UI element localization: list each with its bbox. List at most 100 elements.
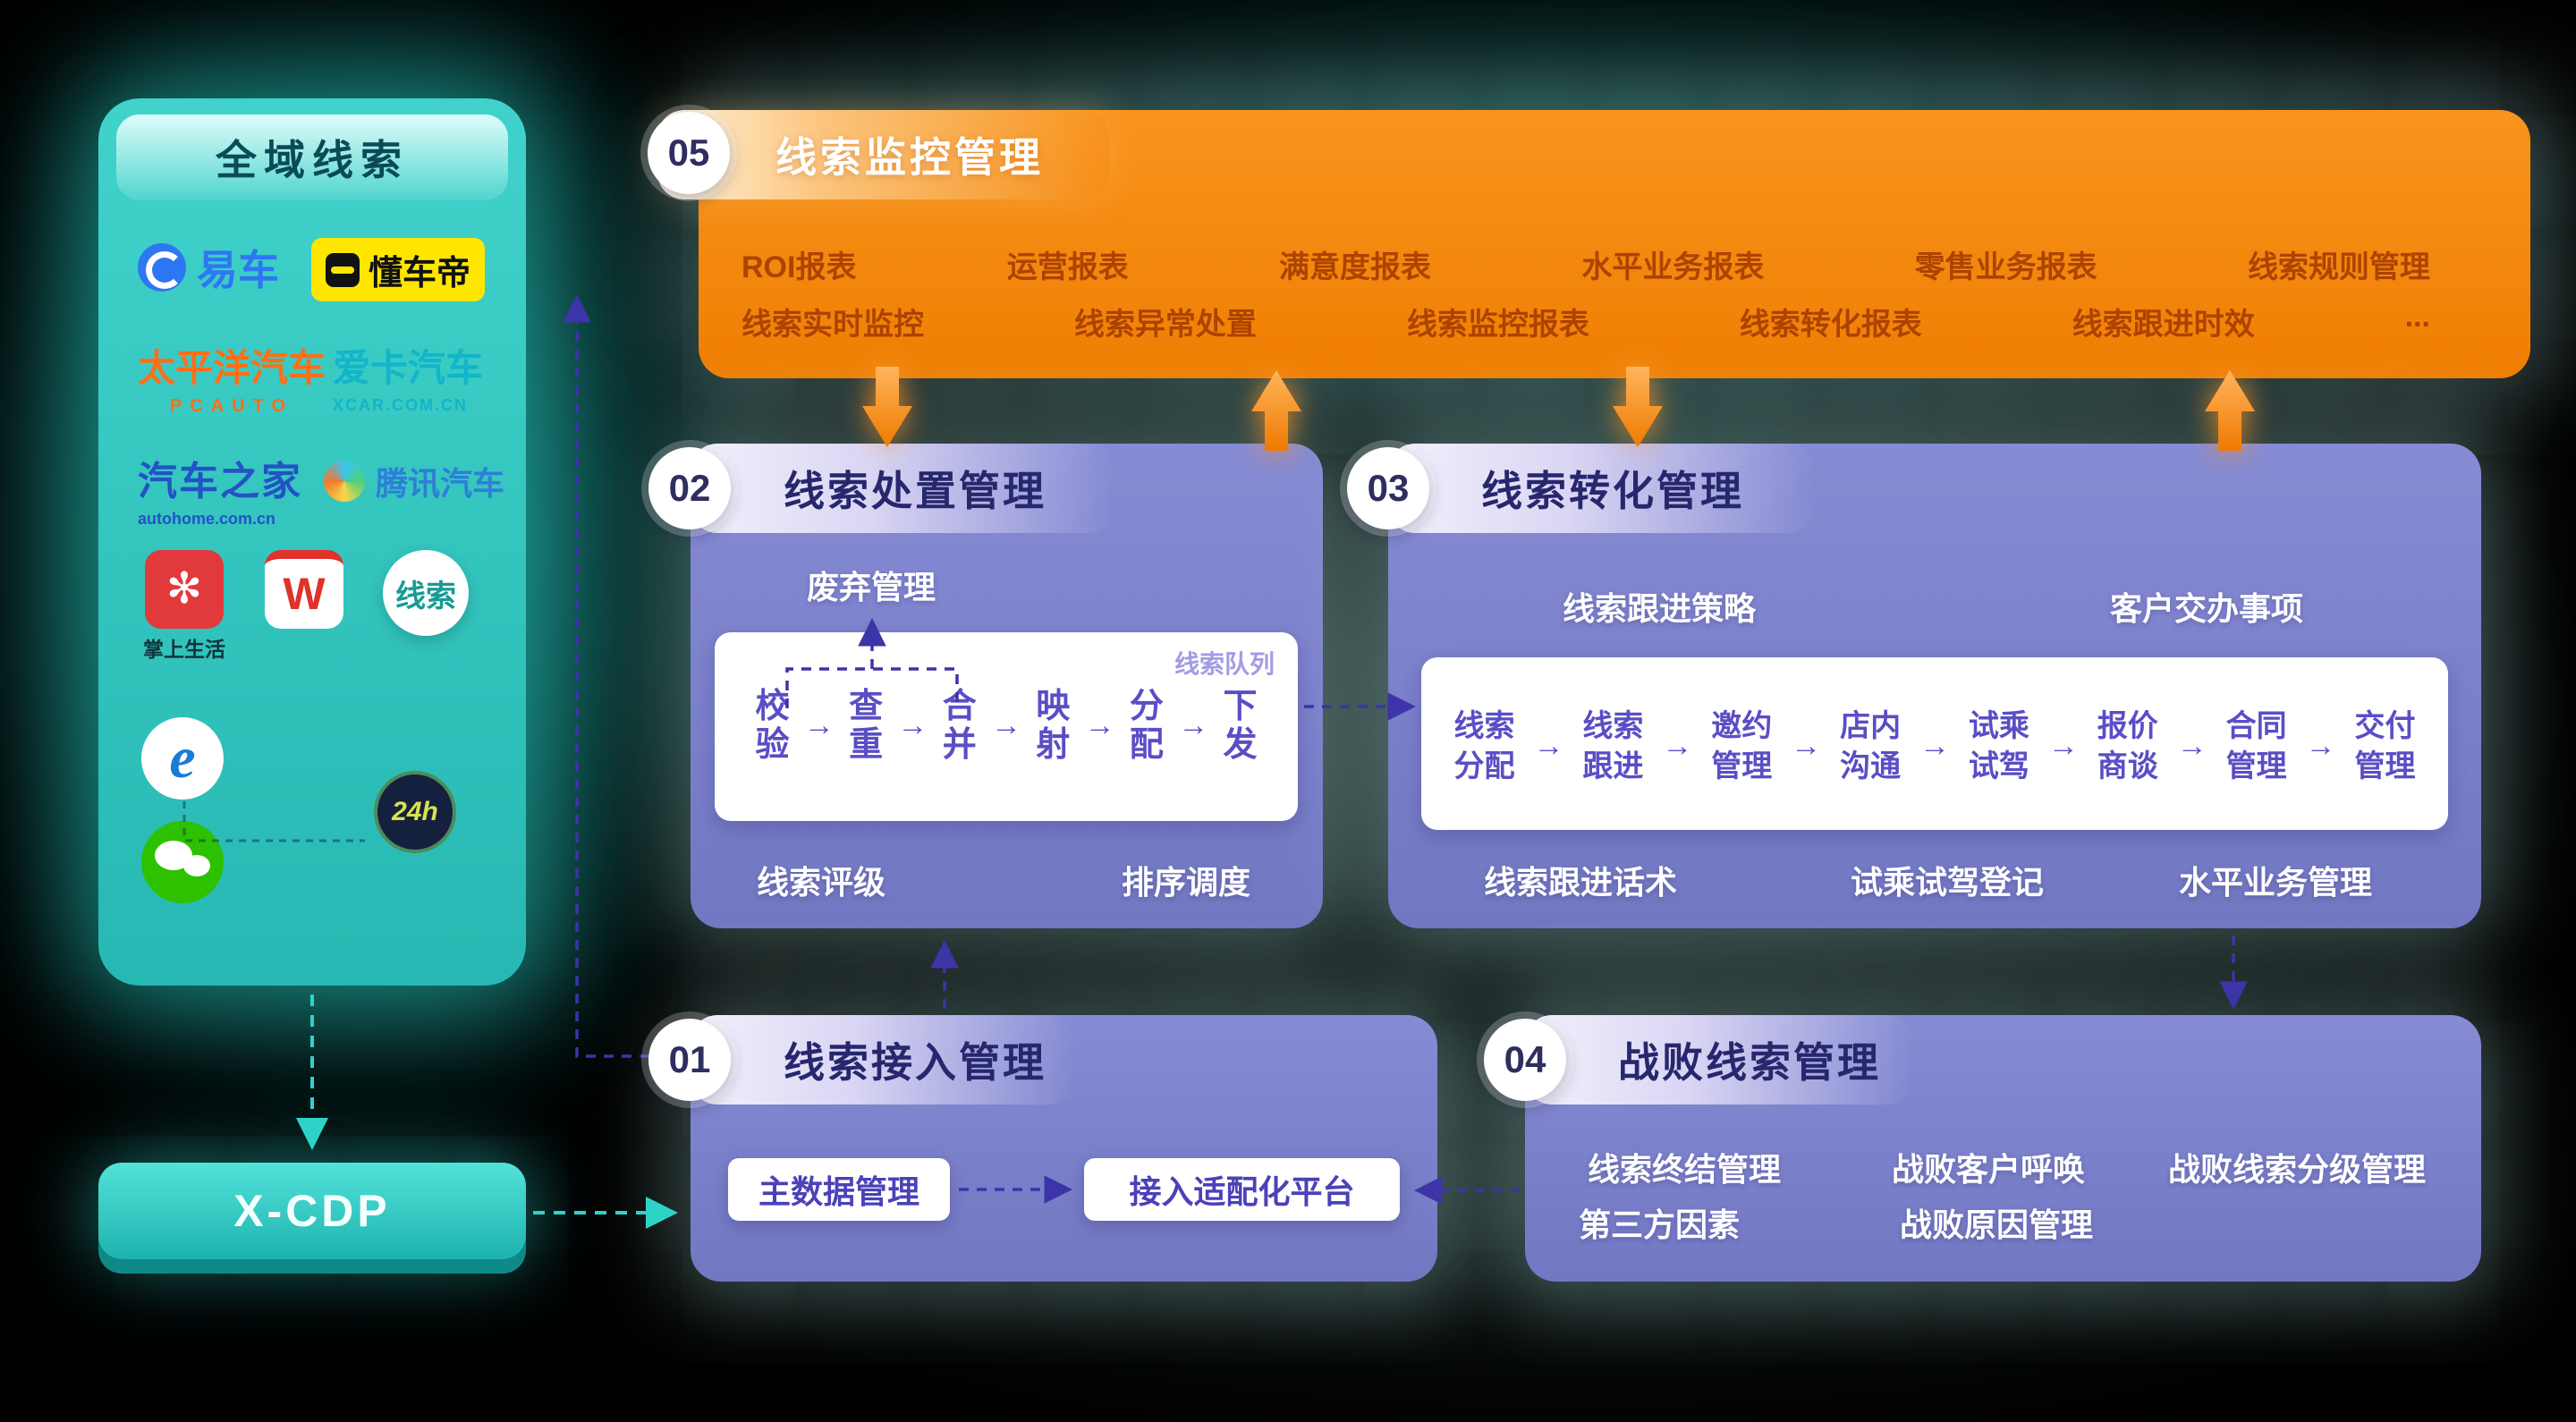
monitor-item: 零售业务报表: [1914, 250, 2097, 284]
yiche-label: 易车: [197, 247, 279, 293]
pcauto-sublabel: PCAUTO: [169, 396, 294, 416]
zhangshang-label: 掌上生活: [143, 638, 225, 661]
arrow-right-icon: →: [991, 708, 1021, 743]
arrow-right-icon: →: [1084, 708, 1115, 743]
discard-management-label: 废弃管理: [806, 569, 936, 605]
flow-step: 查重: [849, 688, 884, 764]
xcar-label: 爱卡汽车: [333, 347, 484, 389]
ie-browser-logo: e: [141, 717, 224, 800]
orange-arrow-down-icon: [862, 367, 912, 447]
headset-24h-icon: 24h: [374, 771, 456, 853]
monitor-item: 线索实时监控: [741, 308, 924, 342]
flow-step: 线索分配: [1453, 709, 1515, 783]
disposal-box: 线索处置管理 废弃管理 线索队列 校验 → 查重 → 合并 → 映射 → 分配 …: [691, 444, 1323, 928]
xcar-sublabel: XCAR.COM.CN: [333, 396, 468, 414]
monitor-banner: 线索监控管理 ROI报表 运营报表 满意度报表 水平业务报表 零售业务报表 线索…: [657, 110, 2530, 378]
monitor-item: 线索跟进时效: [2072, 308, 2255, 342]
w-app-icon: W: [265, 550, 343, 629]
monitor-title: 线索监控管理: [775, 134, 1044, 181]
flow-step: 校验: [755, 688, 790, 764]
arrow-right-icon: →: [803, 708, 835, 743]
disposal-title: 线索处置管理: [784, 468, 1046, 514]
orange-arrow-up-icon: [1251, 370, 1301, 451]
monitor-item: 线索规则管理: [2247, 250, 2430, 284]
disposal-title-pill: 线索处置管理: [691, 444, 1114, 533]
lead-queue-label: 线索队列: [1174, 650, 1275, 678]
test-drive-register-label: 试乘试驾登记: [1850, 864, 2045, 901]
flow-step: 合同管理: [2225, 709, 2287, 783]
flow-step: 店内沟通: [1840, 709, 1902, 783]
flow-step: 合并: [942, 688, 977, 764]
defeat-lead-grading-label: 战败线索分级管理: [2167, 1151, 2427, 1188]
flow-step: 报价商谈: [2097, 709, 2158, 783]
customer-tasks-label: 客户交办事项: [2109, 590, 2304, 627]
lead-queue-card: 线索队列 校验 → 查重 → 合并 → 映射 → 分配 → 下发: [715, 632, 1298, 821]
leads-circle-logo: 线索: [383, 550, 469, 636]
flower-app-icon: [145, 550, 224, 629]
conversion-flow: 线索分配 → 线索跟进 → 邀约管理 → 店内沟通 → 试乘试驾 → 报价商谈 …: [1452, 690, 2418, 803]
defeat-customer-recall-label: 战败客户呼唤: [1891, 1151, 2086, 1188]
third-party-factor-label: 第三方因素: [1578, 1206, 1741, 1243]
wechat-icon: [141, 821, 224, 903]
monitor-item: ROI报表: [741, 250, 857, 284]
omni-channel-leads-panel: 全域线索 易车 懂车帝 太平洋汽车 PCAUTO 爱卡汽车 XCAR.COM.C…: [98, 98, 526, 986]
pcauto-label: 太平洋汽车: [138, 347, 326, 389]
lead-termination-label: 线索终结管理: [1587, 1151, 1782, 1188]
dongchedi-label: 懂车帝: [369, 255, 471, 292]
tencent-auto-icon: [324, 461, 365, 502]
flow-step: 试乘试驾: [1968, 709, 2029, 783]
orange-arrow-up-icon: [2205, 370, 2255, 451]
arrow-right-icon: →: [2305, 729, 2336, 763]
badge-04: 04: [1484, 1019, 1566, 1101]
yiche-icon: [138, 243, 186, 292]
wechat-logo: [141, 821, 224, 903]
monitor-item ellipsis: ...: [2404, 300, 2430, 334]
sort-scheduling-label: 排序调度: [1121, 864, 1251, 901]
access-title: 线索接入管理: [784, 1039, 1046, 1086]
hotline-24h-logo: 24h: [374, 771, 456, 853]
monitor-item: 线索异常处置: [1073, 308, 1257, 342]
autohome-sublabel: autohome.com.cn: [138, 510, 276, 528]
flow-step: 分配: [1129, 688, 1164, 764]
follow-strategy-label: 线索跟进策略: [1562, 590, 1757, 627]
w-app-logo: W: [265, 550, 343, 629]
conversion-title: 线索转化管理: [1481, 468, 1744, 514]
conversion-title-pill: 线索转化管理: [1388, 444, 1816, 533]
monitor-row-1: ROI报表 运营报表 满意度报表 水平业务报表 零售业务报表 线索规则管理: [741, 242, 2430, 286]
arrow-right-icon: →: [1662, 729, 1693, 763]
tencent-auto-logo: 腾讯汽车: [324, 458, 504, 504]
flow-step: 映射: [1036, 688, 1071, 764]
monitor-item: 水平业务报表: [1581, 250, 1765, 284]
defeat-reason-label: 战败原因管理: [1899, 1206, 2094, 1243]
monitor-item: 线索转化报表: [1739, 308, 1922, 342]
badge-03: 03: [1347, 447, 1429, 529]
monitor-item: 运营报表: [1006, 250, 1129, 284]
disposal-flow: 校验 → 查重 → 合并 → 映射 → 分配 → 下发: [754, 688, 1258, 764]
ie-browser-icon: e: [141, 717, 224, 800]
w-app-letter: W: [283, 569, 326, 619]
arrow-access-to-monitor: [563, 294, 685, 1058]
arrow-right-icon: →: [2047, 729, 2079, 763]
leads-circle-icon: 线索: [383, 550, 469, 636]
dongchedi-logo: 懂车帝: [311, 238, 486, 301]
arrow-right-icon: →: [2176, 729, 2207, 763]
badge-01: 01: [648, 1019, 731, 1101]
master-data-card: 主数据管理: [728, 1158, 950, 1221]
xcdp-label: X-CDP: [233, 1186, 391, 1236]
xcdp-node: X-CDP: [98, 1163, 526, 1259]
zhangshang-shenghuo-logo: 掌上生活: [143, 550, 225, 663]
adapter-platform-card: 接入适配化平台: [1084, 1158, 1400, 1221]
flow-step: 线索跟进: [1582, 709, 1644, 783]
badge-02: 02: [648, 447, 731, 529]
panel-title: 全域线索: [116, 114, 508, 200]
defeat-box: 战败线索管理 线索终结管理 战败客户呼唤 战败线索分级管理 第三方因素 战败原因…: [1525, 1015, 2481, 1282]
access-title-pill: 线索接入管理: [691, 1015, 1076, 1105]
flow-step: 邀约管理: [1711, 709, 1773, 783]
monitor-item: 满意度报表: [1279, 250, 1432, 284]
dongchedi-car-icon: [326, 252, 360, 287]
defeat-title: 战败线索管理: [1618, 1039, 1881, 1086]
flow-step: 下发: [1223, 688, 1258, 764]
arrow-right-icon: →: [1919, 729, 1950, 763]
badge-05: 05: [648, 112, 730, 194]
flow-step: 交付管理: [2354, 709, 2416, 783]
